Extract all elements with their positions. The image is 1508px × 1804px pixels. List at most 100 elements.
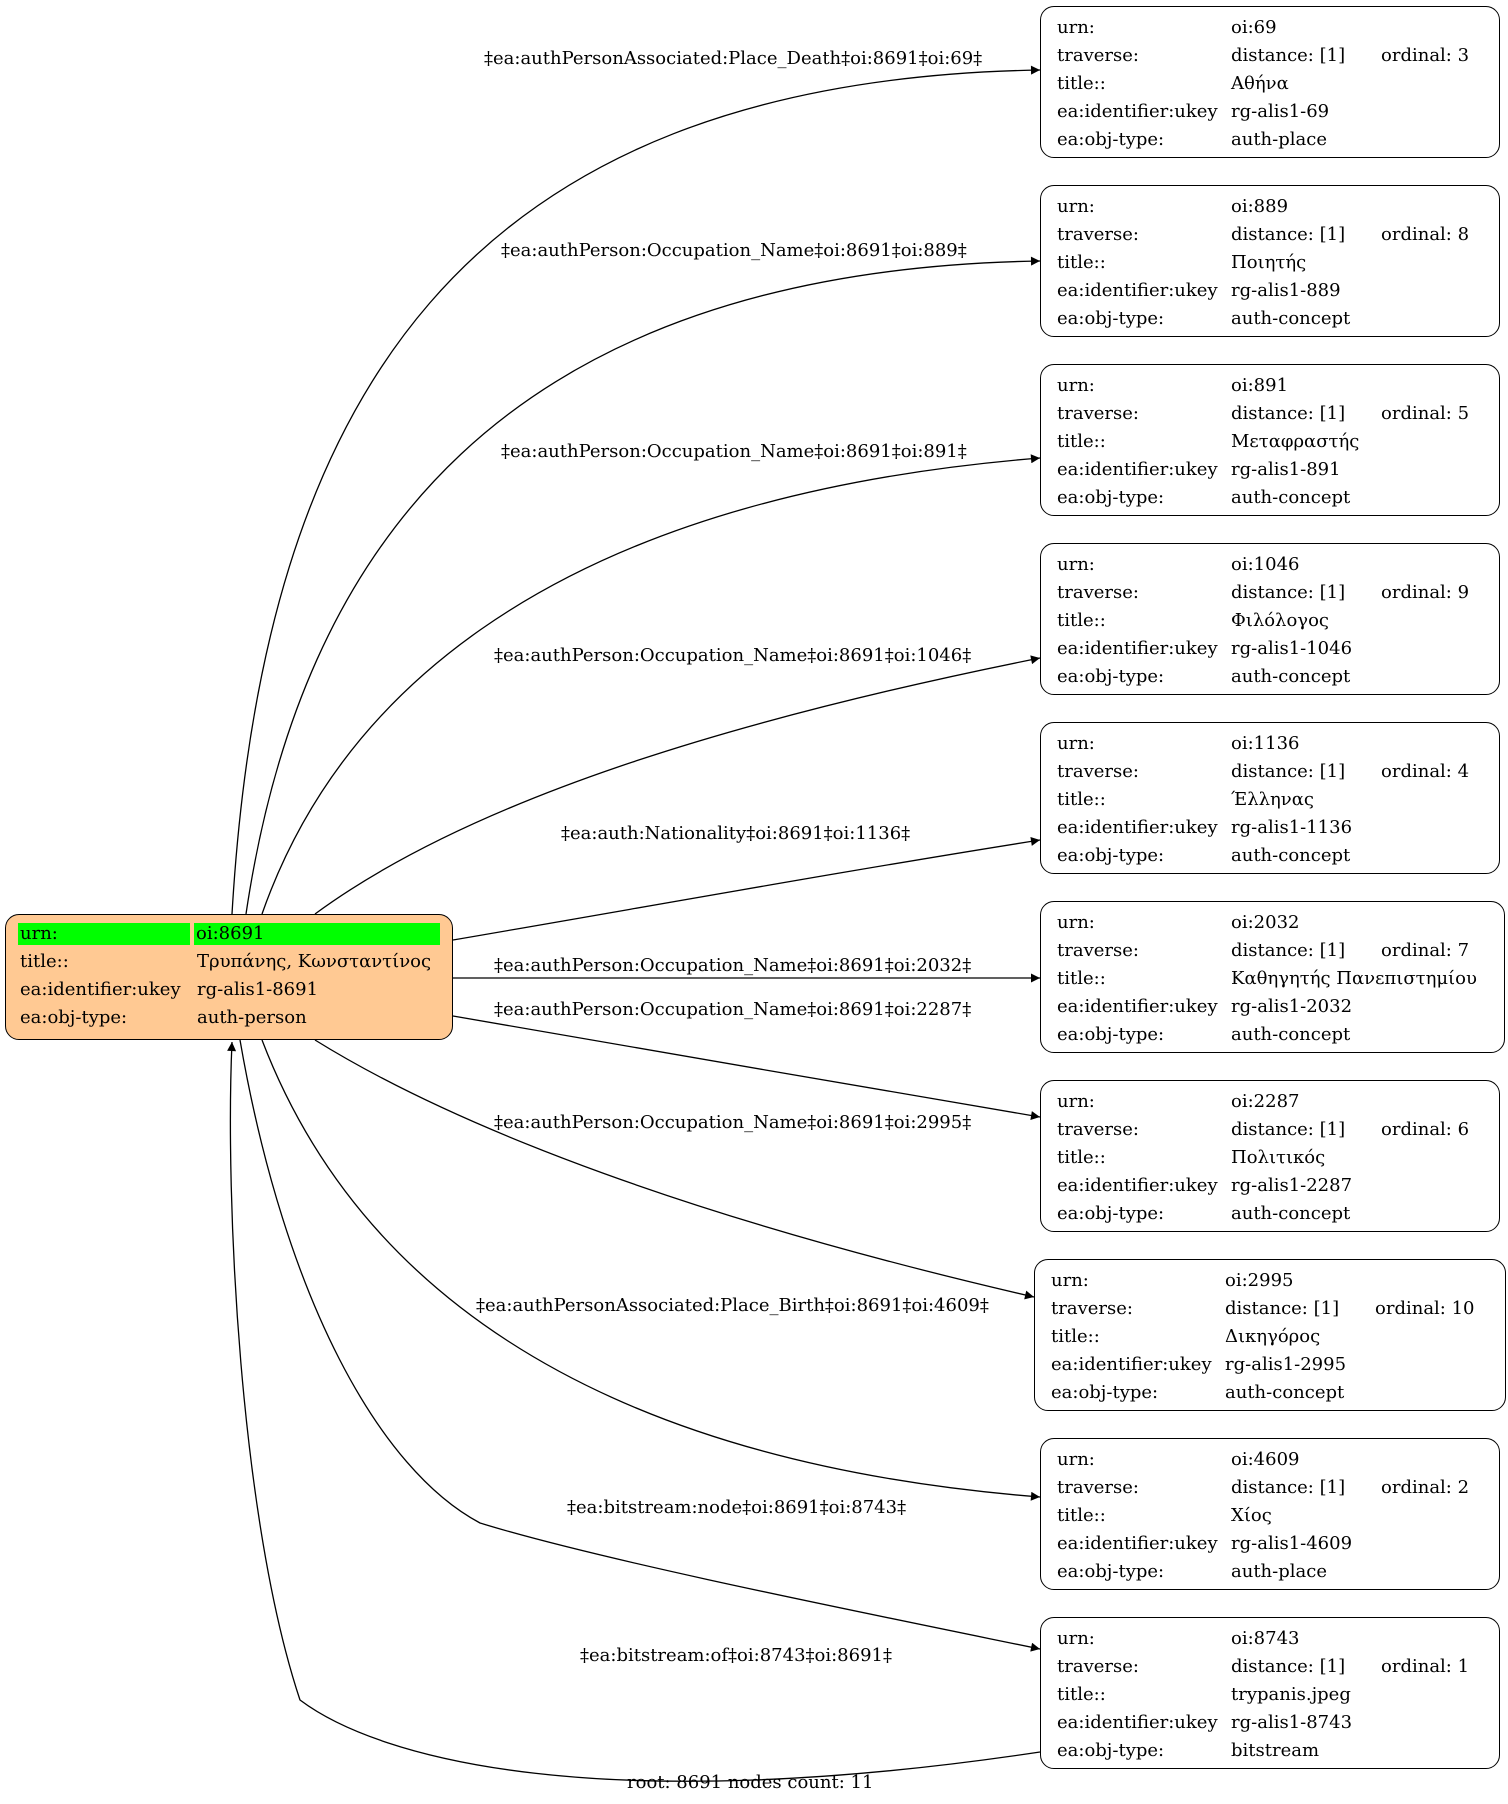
edge-3 [314, 655, 1041, 915]
node-ukey-value: rg-alis1-1046 [1231, 638, 1353, 659]
root-urn-label: urn: [18, 923, 190, 945]
node-ordinal-value: ordinal: 8 [1381, 224, 1470, 245]
node-title-label: title:: [1057, 252, 1106, 273]
node-title-value: Πολιτικός [1231, 1147, 1326, 1168]
node-urn-value: oi:889 [1231, 196, 1289, 217]
node-ukey-value: rg-alis1-2032 [1231, 996, 1353, 1017]
edge-label: ‡ea:authPerson:Occupation_Name‡oi:8691‡o… [501, 441, 967, 462]
node-type-value: bitstream [1231, 1740, 1320, 1761]
node-urn-label: urn: [1057, 1628, 1095, 1649]
node-title-label: title:: [1057, 1684, 1106, 1705]
node-ordinal-value: ordinal: 5 [1381, 403, 1470, 424]
root-title-value: Τρυπάνης, Κωνσταντίνος [197, 951, 432, 972]
edge-8 [261, 1039, 1041, 1501]
node-oi-889[interactable]: urn: oi:889 traverse: distance: [1] ordinal:… [1040, 185, 1500, 337]
edge-label: ‡ea:authPersonAssociated:Place_Death‡oi:… [484, 48, 983, 69]
node-urn-value: oi:2032 [1231, 912, 1300, 933]
node-type-value: auth-concept [1231, 1203, 1351, 1224]
node-type-value: auth-concept [1231, 666, 1351, 687]
node-urn-value: oi:1136 [1231, 733, 1300, 754]
node-ukey-value: rg-alis1-891 [1231, 459, 1341, 480]
node-title-label: title:: [1057, 431, 1106, 452]
node-ordinal-value: ordinal: 6 [1381, 1119, 1470, 1140]
node-distance-value: distance: [1] [1231, 1477, 1346, 1498]
node-distance-value: distance: [1] [1231, 1119, 1346, 1140]
node-traverse-label: traverse: [1057, 1119, 1139, 1140]
edge-label: ‡ea:auth:Nationality‡oi:8691‡oi:1136‡ [561, 823, 911, 844]
node-distance-value: distance: [1] [1231, 1656, 1346, 1677]
root-urn-value: oi:8691 [194, 923, 440, 945]
edge-1 [245, 256, 1041, 915]
node-title-value: trypanis.jpeg [1231, 1684, 1351, 1705]
node-ordinal-value: ordinal: 1 [1381, 1656, 1470, 1677]
node-oi-8743[interactable]: urn: oi:8743 traverse: distance: [1] ordinal… [1040, 1617, 1500, 1769]
node-traverse-label: traverse: [1057, 1656, 1139, 1677]
node-title-label: title:: [1057, 610, 1106, 631]
node-ordinal-value: ordinal: 2 [1381, 1477, 1470, 1498]
node-type-label: ea:obj-type: [1057, 308, 1165, 329]
root-node[interactable]: urn: oi:8691 title:: Τρυπάνης, Κωνσταντί… [5, 914, 453, 1040]
node-title-label: title:: [1057, 1505, 1106, 1526]
node-type-label: ea:obj-type: [1057, 845, 1165, 866]
node-traverse-label: traverse: [1057, 940, 1139, 961]
node-title-label: title:: [1057, 789, 1106, 810]
node-ordinal-value: ordinal: 9 [1381, 582, 1470, 603]
edge-7 [314, 1039, 1035, 1300]
edge-9 [239, 1039, 1041, 1652]
edge-label: ‡ea:authPerson:Occupation_Name‡oi:8691‡o… [501, 240, 967, 261]
node-type-value: auth-concept [1225, 1382, 1345, 1403]
edge-4 [452, 836, 1041, 941]
node-traverse-label: traverse: [1057, 224, 1139, 245]
node-title-value: Χίος [1231, 1505, 1272, 1526]
node-ordinal-value: ordinal: 7 [1381, 940, 1470, 961]
node-ukey-label: ea:identifier:ukey [1057, 996, 1218, 1017]
node-urn-label: urn: [1057, 196, 1095, 217]
node-ordinal-value: ordinal: 10 [1375, 1298, 1475, 1319]
node-ukey-value: rg-alis1-889 [1231, 280, 1341, 301]
node-title-value: Ποιητής [1231, 252, 1307, 273]
node-title-value: Καθηγητής Πανεπιστημίου [1231, 968, 1477, 989]
node-title-value: Φιλόλογος [1231, 610, 1329, 631]
node-title-value: Έλληνας [1231, 789, 1314, 810]
node-type-value: auth-concept [1231, 487, 1351, 508]
node-ukey-value: rg-alis1-4609 [1231, 1533, 1353, 1554]
edge-6 [452, 1015, 1041, 1120]
node-title-value: Αθήνα [1231, 73, 1289, 94]
node-distance-value: distance: [1] [1231, 224, 1346, 245]
node-ukey-label: ea:identifier:ukey [1057, 817, 1218, 838]
edge-label: ‡ea:authPerson:Occupation_Name‡oi:8691‡o… [494, 955, 972, 976]
node-title-label: title:: [1057, 1147, 1106, 1168]
node-urn-value: oi:2287 [1231, 1091, 1300, 1112]
node-urn-value: oi:8743 [1231, 1628, 1300, 1649]
edge-label: ‡ea:authPerson:Occupation_Name‡oi:8691‡o… [494, 645, 972, 666]
node-ukey-value: rg-alis1-1136 [1231, 817, 1353, 838]
node-urn-value: oi:2995 [1225, 1270, 1294, 1291]
edge-2 [261, 454, 1041, 915]
node-title-label: title:: [1057, 968, 1106, 989]
node-distance-value: distance: [1] [1231, 45, 1346, 66]
root-title-label: title:: [20, 951, 69, 972]
node-ukey-label: ea:identifier:ukey [1057, 1712, 1218, 1733]
node-title-value: Δικηγόρος [1225, 1326, 1321, 1347]
node-urn-label: urn: [1051, 1270, 1089, 1291]
node-title-value: Μεταφραστής [1231, 431, 1360, 452]
edge-label: ‡ea:bitstream:of‡oi:8743‡oi:8691‡ [580, 1645, 892, 1666]
node-traverse-label: traverse: [1057, 45, 1139, 66]
node-ordinal-value: ordinal: 3 [1381, 45, 1470, 66]
node-traverse-label: traverse: [1057, 582, 1139, 603]
node-urn-value: oi:1046 [1231, 554, 1300, 575]
edge-label: ‡ea:authPersonAssociated:Place_Birth‡oi:… [476, 1295, 989, 1316]
node-type-value: auth-concept [1231, 845, 1351, 866]
node-distance-value: distance: [1] [1231, 761, 1346, 782]
node-type-label: ea:obj-type: [1057, 1740, 1165, 1761]
node-type-value: auth-concept [1231, 308, 1351, 329]
node-urn-label: urn: [1057, 17, 1095, 38]
